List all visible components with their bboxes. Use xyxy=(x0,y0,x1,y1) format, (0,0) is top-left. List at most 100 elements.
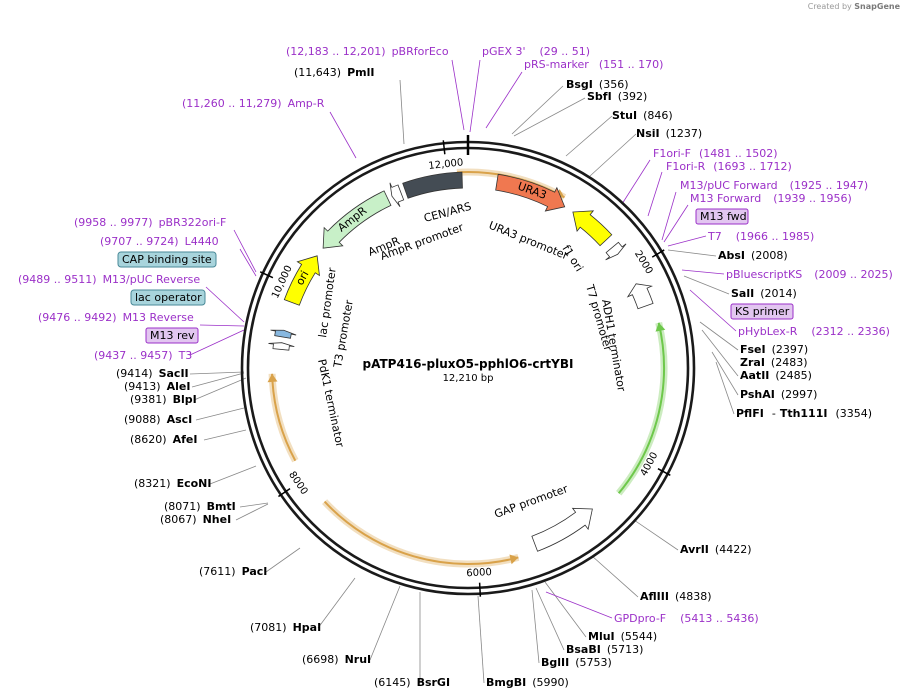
label-pdk1t: PdK1 terminator xyxy=(315,358,346,449)
leader-line xyxy=(544,581,587,638)
box-m13rev[interactable]: M13 rev xyxy=(145,327,199,344)
site-bmgbi[interactable]: BmgBI(5990) xyxy=(486,676,569,689)
feature-t7-promoter[interactable] xyxy=(605,241,627,261)
site-aatii[interactable]: AatII(2485) xyxy=(740,369,812,382)
credit-text: Created by xyxy=(807,2,852,11)
tick-8000 xyxy=(278,488,291,498)
site-mlui[interactable]: MluI(5544) xyxy=(588,630,657,643)
box-m13fwd[interactable]: M13 fwd xyxy=(695,208,749,225)
site-sbfi[interactable]: SbfI(392) xyxy=(587,90,647,103)
leader-line xyxy=(565,115,613,157)
site-nsii[interactable]: NsiI(1237) xyxy=(636,127,702,140)
site-absi[interactable]: AbsI(2008) xyxy=(718,249,788,262)
box-cap-bg xyxy=(117,251,217,268)
feature-cen-ars[interactable] xyxy=(402,171,463,199)
leader-line xyxy=(513,97,586,137)
site-alei[interactable]: (9413)AleI xyxy=(124,380,190,393)
box-cap-text: CAP binding site xyxy=(122,253,212,266)
primer-prsmarker[interactable]: pRS-marker(151 .. 170) xyxy=(524,58,663,71)
label-cenars: CEN/ARS xyxy=(422,200,472,225)
site-bsrgi[interactable]: (6145)BsrGI xyxy=(374,676,450,689)
leader-line xyxy=(531,589,540,664)
site-pmli[interactable]: (11,643)PmlI xyxy=(294,66,374,79)
primer-t7[interactable]: T7(1966 .. 1985) xyxy=(707,230,814,243)
site-avrii[interactable]: AvrII(4422) xyxy=(680,543,751,556)
primer-leader xyxy=(329,111,357,159)
site-fsei[interactable]: FseI(2397) xyxy=(740,343,808,356)
primer-pbr322orif[interactable]: (9958 .. 9977)pBR322ori-F xyxy=(74,216,226,229)
primer-m13fwd[interactable]: M13 Forward(1939 .. 1956) xyxy=(690,192,852,205)
leader-line xyxy=(711,351,739,396)
feature-orange-2[interactable] xyxy=(323,500,519,565)
primer-t3[interactable]: (9437 .. 9457)T3 xyxy=(94,349,192,362)
leader-line xyxy=(265,547,301,573)
box-ksprimer-bg xyxy=(730,303,794,320)
primer-leader xyxy=(647,171,663,217)
feature-pdk1-terminator[interactable] xyxy=(268,342,295,351)
primer-leader xyxy=(199,324,245,327)
feature-orange-3-glow xyxy=(268,373,299,463)
primer-m13rev[interactable]: (9476 .. 9492)M13 Reverse xyxy=(38,311,194,324)
primer-leader xyxy=(663,204,689,243)
leader-line xyxy=(535,587,565,651)
primer-l4440[interactable]: (9707 .. 9724)L4440 xyxy=(100,235,219,248)
feature-lac-promoter[interactable] xyxy=(270,329,297,339)
feature-ampr-promoter[interactable] xyxy=(389,182,405,207)
site-pshai[interactable]: PshAI(2997) xyxy=(740,388,817,401)
feature-crt-green[interactable] xyxy=(617,322,665,494)
leader-line xyxy=(701,329,739,377)
site-hpai[interactable]: (7081)HpaI xyxy=(250,621,321,634)
primer-phyblexr[interactable]: pHybLex-R(2312 .. 2336) xyxy=(738,325,890,338)
primer-m13pucrev[interactable]: (9489 .. 9511)M13/pUC Reverse xyxy=(18,273,200,286)
feature-ura3[interactable] xyxy=(495,173,566,212)
primer-pgex3[interactable]: pGEX 3'(29 .. 51) xyxy=(482,45,590,58)
feature-ori[interactable] xyxy=(283,255,320,306)
feature-ori-label: ori xyxy=(293,269,311,288)
site-bglii[interactable]: BglII(5753) xyxy=(541,656,612,669)
primer-f1orir[interactable]: F1ori-R(1693 .. 1712) xyxy=(666,160,792,173)
tick-4000 xyxy=(657,468,671,476)
restriction-sites: (11,643)PmlI BsgI(356) SbfI(392) StuI(84… xyxy=(116,66,872,689)
site-bsgi[interactable]: BsgI(356) xyxy=(566,78,629,91)
feature-gap-promoter[interactable] xyxy=(531,507,593,552)
box-lacop-bg xyxy=(130,289,206,306)
leader-line xyxy=(369,585,401,661)
box-ksprimer[interactable]: KS primer xyxy=(730,303,794,320)
feature-ampr[interactable] xyxy=(322,190,392,249)
leader-line xyxy=(399,79,405,145)
box-lacoperator[interactable]: lac operator xyxy=(130,289,206,306)
leader-line xyxy=(239,502,269,508)
site-afei[interactable]: (8620)AfeI xyxy=(130,433,197,446)
site-zrai[interactable]: ZraI(2483) xyxy=(740,356,808,369)
site-nrui[interactable]: (6698)NruI xyxy=(302,653,371,666)
site-bsabi[interactable]: BsaBI(5713) xyxy=(566,643,643,656)
tick-label-12,000: 12,000 xyxy=(428,157,464,172)
primer-f1orif[interactable]: F1ori-F(1481 .. 1502) xyxy=(653,147,778,160)
site-sacii[interactable]: (9414)SacII xyxy=(116,367,189,380)
box-capbindingsite[interactable]: CAP binding site xyxy=(117,251,217,268)
primer-leader xyxy=(681,269,725,275)
site-sali[interactable]: SalI(2014) xyxy=(731,287,797,300)
site-econi[interactable]: (8321)EcoNI xyxy=(134,477,211,490)
site-blpi[interactable]: (9381)BlpI xyxy=(130,393,197,406)
site-pflfi[interactable]: PflFI-Tth111I(3354) xyxy=(736,407,872,420)
leader-line xyxy=(589,133,637,177)
site-aflii[interactable]: AflIII(4838) xyxy=(640,590,712,603)
box-m13rev-text: M13 rev xyxy=(150,329,195,342)
primer-pbrforeco[interactable]: (12,183 .. 12,201)pBRforEco xyxy=(286,45,449,58)
site-bmti[interactable]: (8071)BmtI xyxy=(164,500,236,513)
leader-line xyxy=(209,465,257,485)
site-stui[interactable]: StuI(846) xyxy=(612,109,673,122)
feature-f1-ori[interactable] xyxy=(572,210,613,247)
leader-line xyxy=(511,85,564,135)
tick-12,000 xyxy=(442,140,446,155)
primer-ampr[interactable]: (11,260 .. 11,279)Amp-R xyxy=(182,97,325,110)
primer-gpdprof[interactable]: GPDpro-F(5413 .. 5436) xyxy=(614,612,759,625)
feature-adh1-terminator[interactable] xyxy=(626,283,654,310)
site-asci[interactable]: (9088)AscI xyxy=(124,413,192,426)
site-nhei[interactable]: (8067)NheI xyxy=(160,513,231,526)
site-paci[interactable]: (7611)PacI xyxy=(199,565,267,578)
primer-pbluescriptks[interactable]: pBluescriptKS(2009 .. 2025) xyxy=(726,268,893,281)
primer-m13pucfwd[interactable]: M13/pUC Forward(1925 .. 1947) xyxy=(680,179,868,192)
feature-crt-green-head xyxy=(655,322,666,332)
